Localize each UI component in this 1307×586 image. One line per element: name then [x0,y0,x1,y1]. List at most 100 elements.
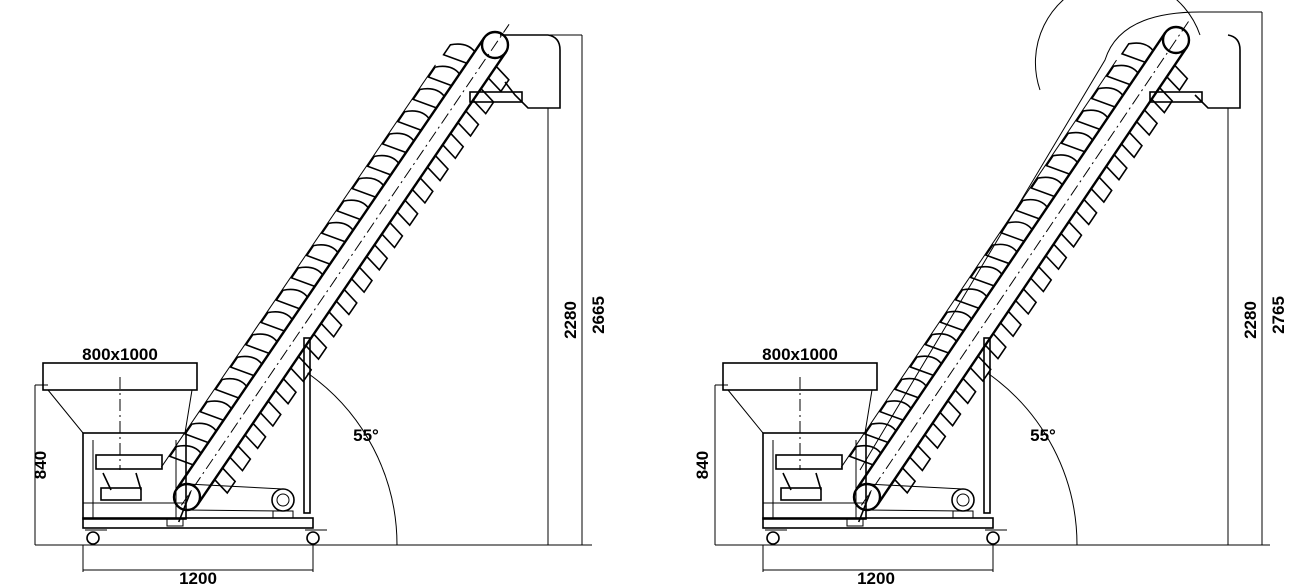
bucket-return [1166,64,1189,92]
bucket-return [411,177,434,205]
bucket [259,310,293,332]
frame [82,432,187,520]
hood-arc [1034,0,1201,91]
overall-height-label: 2665 [589,296,608,334]
bucket [1045,154,1079,175]
head-bracket [469,91,523,103]
tail-pulley [172,482,202,512]
caster-wheel [766,531,780,545]
conveyor-centerline [860,19,1191,506]
discharge-height-label: 2280 [1241,301,1260,339]
bucket-return [274,378,297,405]
spring [782,472,792,491]
vibrator-tray [775,454,843,470]
bucket-return [426,155,450,182]
hood-casing [859,11,1201,471]
vibrator-base [780,487,822,501]
bucket-return [984,333,1007,360]
bucket [969,265,1003,287]
vibrator-base [100,487,142,501]
bucket [1075,109,1109,131]
conveyor-centerline [180,24,510,506]
head-chute [1194,34,1241,109]
bucket-return [909,444,932,472]
drive-belt [866,509,964,512]
bucket-return [305,333,328,361]
motor [951,488,975,512]
casing-line [160,64,436,468]
bucket [214,377,248,399]
spring [815,472,822,491]
bucket-return [1060,221,1083,249]
bucket [909,355,943,377]
bucket-return [472,88,495,115]
drawing-standard-head: 800x1000 840 1200 55° 2280 2665 [31,24,608,586]
bucket-return [335,288,358,316]
bucket [442,43,476,65]
angle-arc [987,372,1078,546]
base-beam [762,517,994,529]
bucket [878,400,912,421]
bucket [351,177,385,198]
motor [271,488,295,512]
bucket-return [1075,198,1098,226]
bucket [863,422,897,444]
bucket-return [954,377,977,405]
belt-right [175,37,486,491]
bucket [1060,131,1094,153]
hopper-rim [722,362,878,391]
bucket [275,288,309,310]
vibrator-tray [95,454,163,470]
overall-height-label: 2765 [1269,296,1288,334]
bucket [924,333,958,354]
bucket [320,221,354,243]
bucket [290,266,324,288]
casing-foot [177,491,192,523]
bucket-return [1045,243,1068,271]
incline-angle-label: 55° [353,426,379,445]
drive-belt [866,483,964,490]
bucket [229,355,263,377]
bucket [396,110,430,131]
angle-arc [307,372,398,546]
belt-right [855,32,1167,491]
base-length-label: 1200 [179,569,217,586]
bucket-return [1030,265,1053,293]
bucket [1030,176,1063,198]
head-pulley [1161,25,1191,55]
bucket [305,244,339,265]
bucket-return [320,311,343,339]
bucket [183,422,217,444]
bucket-return [381,221,404,249]
bucket-return [1151,87,1174,114]
bucket-return [969,355,992,383]
motor-base [272,510,294,519]
bucket-return [924,422,947,450]
frame [762,432,867,520]
bucket-return [229,445,252,472]
bucket [199,400,233,422]
bucket [1014,198,1048,220]
hopper-size-label: 800x1000 [82,345,158,364]
bucket-return [1105,154,1128,181]
bucket-return [214,467,237,495]
support-post [303,337,311,514]
hopper-height-label: 840 [31,451,50,479]
motor-shaft [956,493,970,507]
bucket-return [290,355,313,383]
support-post [983,337,991,514]
motor-shaft [276,493,290,507]
spring [135,472,142,491]
bucket [335,199,369,221]
bucket [427,65,461,87]
caster-wheel [986,531,1000,545]
belt-left [876,46,1188,505]
bucket-return [1090,176,1113,204]
discharge-height-label: 2280 [561,301,580,339]
bucket-return [259,400,282,428]
bucket [411,87,445,109]
hopper-size-label: 800x1000 [762,345,838,364]
bucket-return [244,422,267,450]
spring [102,472,112,491]
bucket-return [350,266,374,294]
